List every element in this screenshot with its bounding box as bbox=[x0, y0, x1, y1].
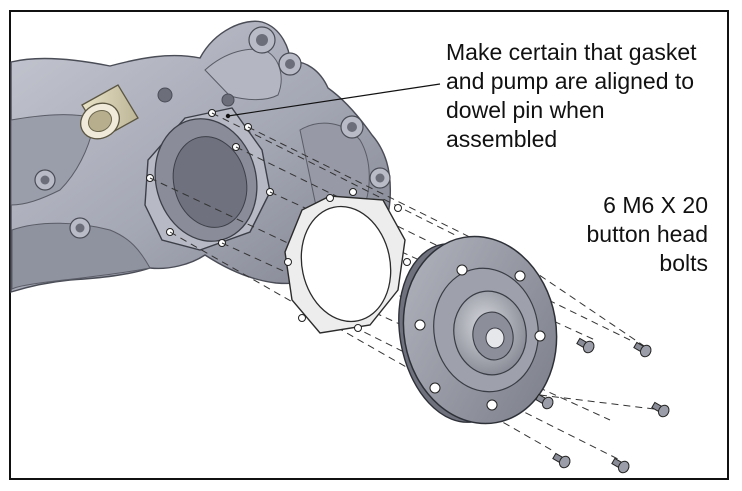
bolt bbox=[633, 341, 652, 358]
water-pump bbox=[398, 235, 558, 425]
alignment-note-line: assembled bbox=[446, 126, 558, 152]
button-head-bolts bbox=[535, 337, 670, 474]
bolt-spec-line: bolts bbox=[659, 250, 708, 276]
bolt-spec-line: 6 M6 X 20 bbox=[603, 192, 708, 218]
pump-mounting-face bbox=[144, 107, 274, 251]
bolt bbox=[535, 393, 554, 410]
dowel-pin-leader bbox=[225, 83, 441, 119]
bolt bbox=[611, 457, 630, 474]
water-pump-gasket bbox=[284, 188, 411, 334]
bolt bbox=[552, 452, 571, 469]
alignment-note-line: Make certain that gasket bbox=[446, 39, 697, 65]
alignment-note-line: and pump are aligned to bbox=[446, 68, 695, 94]
alignment-note-line: dowel pin when bbox=[446, 97, 605, 123]
bolt-spec-line: button head bbox=[586, 221, 708, 247]
bolt bbox=[576, 337, 595, 354]
bolt bbox=[651, 401, 670, 418]
coolant-pipe-fitting bbox=[80, 84, 139, 140]
bolt-spec-label: 6 M6 X 20 button head bolts bbox=[520, 191, 708, 278]
alignment-note: Make certain that gasket and pump are al… bbox=[446, 38, 736, 154]
